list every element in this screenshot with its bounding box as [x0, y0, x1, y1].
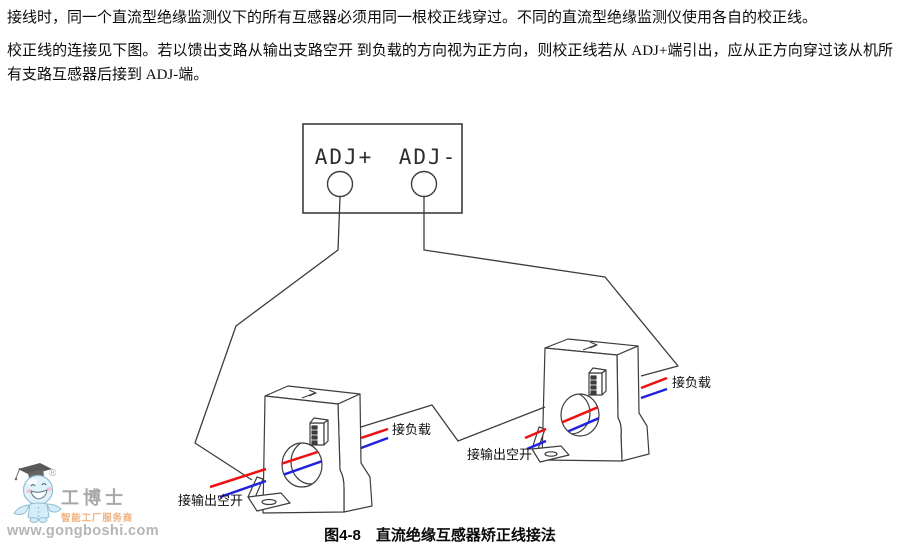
paragraph-2: 校正线的连接见下图。若以馈出支路从输出支路空开 到负载的方向视为正方向，则校正线… [7, 43, 893, 83]
adj-plus-label: ADJ+ [315, 145, 374, 169]
positive-wire-right [524, 376, 668, 440]
transformer-right [531, 338, 650, 463]
correction-wire-middle-run [360, 404, 546, 442]
transformer-left-connector [309, 417, 329, 446]
correction-wire-adj-minus-run [423, 197, 679, 377]
transformer-left-hole [281, 442, 323, 488]
mascot-icon [13, 463, 62, 523]
negative-wire-right [526, 387, 668, 451]
figure-caption: 图4-8 直流绝缘互感器矫正线接法 [324, 527, 556, 544]
monitor-box: ADJ+ ADJ- [302, 123, 463, 214]
circuit-wires-left [209, 427, 389, 499]
transformer-left-bore-rim [290, 443, 322, 485]
transformer-right-connector [588, 367, 607, 396]
watermark-logo: ® 工博士 智能工厂服务商 www.gongboshi.com [0, 460, 170, 553]
direction-arrow-icon [582, 341, 598, 351]
circuit-wires-right [524, 376, 668, 451]
load-label-left: 接负载 [392, 422, 431, 437]
negative-wire-left [219, 436, 389, 499]
correction-wire-adj-plus-run [194, 196, 341, 481]
adj-plus-terminal [326, 170, 354, 198]
direction-arrow-icon [301, 389, 317, 399]
body-text: 接线时，同一个直流型绝缘监测仪下的所有互感器必须用同一根校正线穿过。不同的直流型… [0, 0, 900, 87]
correction-wire [194, 196, 679, 481]
brand-url: www.gongboshi.com [7, 523, 160, 539]
adj-minus-label: ADJ- [399, 145, 458, 169]
registered-mark: ® [49, 468, 57, 479]
breaker-label-right: 接输出空开 [467, 447, 532, 462]
transformer-left [247, 385, 373, 514]
paragraph-1: 接线时，同一个直流型绝缘监测仪下的所有互感器必须用同一根校正线穿过。不同的直流型… [7, 10, 818, 26]
load-label-right: 接负载 [672, 375, 711, 390]
brand-name: 工博士 [61, 488, 127, 508]
breaker-label-left: 接输出空开 [178, 493, 243, 508]
adj-minus-terminal [410, 170, 438, 198]
positive-wire-left [209, 427, 389, 489]
brand-tagline: 智能工厂服务商 [61, 514, 134, 524]
